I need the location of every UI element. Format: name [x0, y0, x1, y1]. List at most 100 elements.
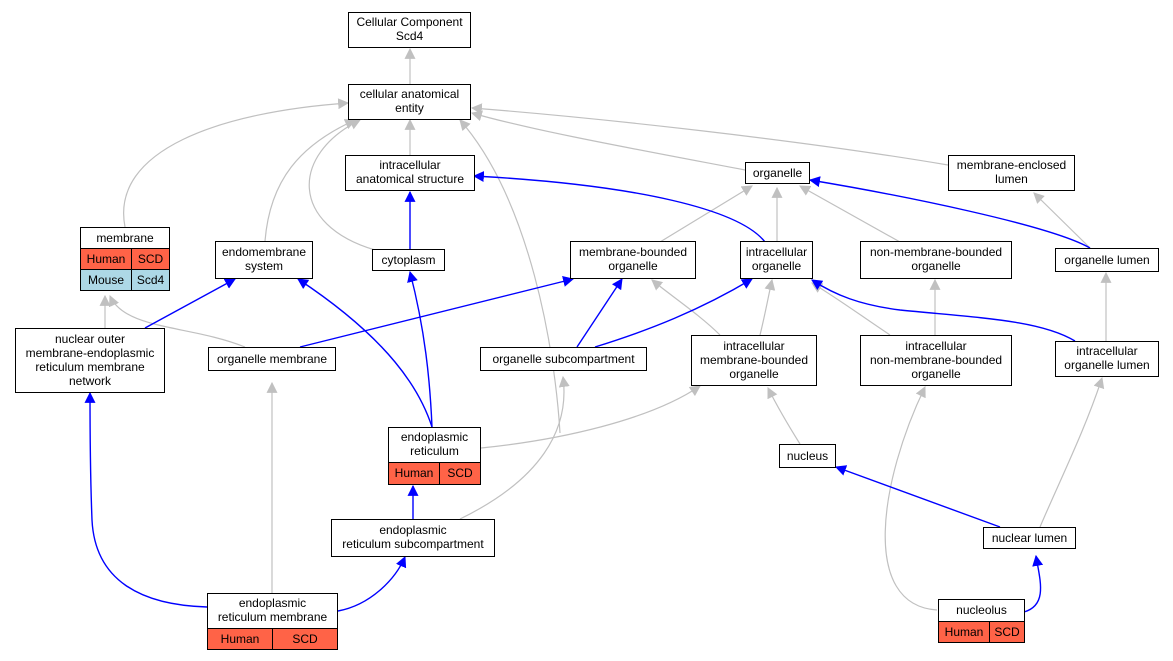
- node-label-line: non-membrane-bounded: [870, 353, 1002, 367]
- node-label-line: Scd4: [396, 29, 424, 43]
- node-label-line: nucleus: [787, 449, 828, 463]
- node-label-line: anatomical structure: [356, 172, 464, 186]
- edge-imbo-to-mbo: [651, 279, 721, 336]
- gene-cell: SCD: [138, 252, 164, 266]
- edge-inmbo-to-io: [811, 282, 891, 336]
- node-label-line: membrane-bounded: [700, 353, 808, 367]
- node-cytoplasm[interactable]: cytoplasm: [372, 249, 445, 271]
- edge-om-to-membrane: [108, 294, 246, 348]
- node-cellular-component-scd4[interactable]: Cellular Component Scd4: [348, 12, 471, 48]
- node-label-line: intracellular: [723, 339, 784, 353]
- node-label-line: non-membrane-bounded: [870, 245, 1002, 259]
- node-cellular-anatomical-entity[interactable]: cellular anatomical entity: [348, 84, 471, 120]
- edge-er-to-imbo: [480, 385, 701, 449]
- node-endoplasmic-reticulum-subcompartment[interactable]: endoplasmic reticulum subcompartment: [331, 519, 495, 557]
- edge-nucleolus-to-inmbo: [884, 386, 938, 611]
- node-organelle-membrane[interactable]: organelle membrane: [208, 347, 336, 371]
- node-organelle-lumen[interactable]: organelle lumen: [1055, 248, 1159, 272]
- species-cell: Human: [395, 466, 434, 480]
- node-label-line: cytoplasm: [381, 253, 435, 267]
- node-nuclear-outer-membrane-er-membrane-network[interactable]: nuclear outer membrane-endoplasmic retic…: [15, 328, 165, 393]
- species-cell: Human: [87, 252, 126, 266]
- node-label-line: reticulum membrane: [218, 610, 328, 624]
- species-cell: Mouse: [88, 273, 124, 287]
- edge-organelle-to-cae: [470, 110, 746, 171]
- node-membrane-enclosed-lumen[interactable]: membrane-enclosed lumen: [948, 155, 1075, 191]
- node-label-line: nuclear lumen: [992, 531, 1067, 545]
- node-label-line: organelle: [753, 166, 803, 180]
- node-label-line: reticulum subcompartment: [342, 537, 484, 551]
- edge-nomer-partof-endo: [144, 278, 236, 329]
- nodes: Cellular Component Scd4 cellular anatomi…: [15, 12, 1159, 650]
- species-cell: Human: [945, 625, 984, 639]
- node-label-line: organelle: [752, 259, 802, 273]
- node-label-line: organelle membrane: [217, 352, 327, 366]
- node-nucleus[interactable]: nucleus: [779, 444, 836, 468]
- node-label-line: intracellular: [1076, 344, 1137, 358]
- node-endomembrane-system[interactable]: endomembrane system: [215, 241, 313, 279]
- species-cell: Human: [221, 632, 260, 646]
- edge-erm-partof-ers: [337, 555, 407, 612]
- node-label-line: endoplasmic: [401, 430, 468, 444]
- edge-ers-to-os: [459, 375, 570, 520]
- node-organelle[interactable]: organelle: [745, 162, 810, 184]
- node-membrane-bounded-organelle[interactable]: membrane-bounded organelle: [570, 241, 696, 279]
- edge-endo-to-cae: [264, 119, 357, 242]
- edge-er-partof-endo: [297, 278, 433, 428]
- edge-io-partof-ias: [472, 171, 766, 243]
- node-label-line: organelle lumen: [1064, 358, 1149, 372]
- gene-cell: SCD: [994, 625, 1020, 639]
- node-label-line: nuclear outer: [55, 332, 125, 346]
- node-nuclear-lumen[interactable]: nuclear lumen: [983, 527, 1076, 549]
- node-intracellular-anatomical-structure[interactable]: intracellular anatomical structure: [345, 155, 475, 191]
- node-endoplasmic-reticulum-membrane[interactable]: endoplasmic reticulum membrane Human SCD: [207, 593, 338, 650]
- node-intracellular-organelle-lumen[interactable]: intracellular organelle lumen: [1055, 341, 1159, 377]
- node-label-line: entity: [395, 101, 424, 115]
- edge-nmbo-to-organelle: [799, 185, 901, 243]
- gene-cell: Scd4: [137, 273, 165, 287]
- edge-nucleolus-partof-nl: [1023, 554, 1044, 613]
- edge-imbo-to-io: [759, 278, 776, 336]
- edge-erm-partof-nomer: [84, 391, 208, 608]
- node-label-line: organelle lumen: [1064, 253, 1149, 267]
- node-label-line: lumen: [995, 172, 1028, 186]
- node-membrane[interactable]: membrane Human SCD Mouse Scd4: [80, 227, 170, 291]
- node-intracellular-organelle[interactable]: intracellular organelle: [740, 241, 813, 279]
- node-intracellular-non-membrane-bounded-organelle[interactable]: intracellular non-membrane-bounded organ…: [860, 335, 1012, 386]
- edge-iol-partof-io: [811, 279, 1076, 342]
- node-label-line: organelle subcompartment: [492, 352, 635, 366]
- edge-ol-partof-organelle: [808, 176, 1091, 249]
- node-label-line: membrane: [96, 231, 154, 245]
- node-label-line: reticulum membrane: [35, 360, 145, 374]
- edge-os-partof-mbo: [576, 278, 623, 348]
- edge-os-to-cae: [459, 119, 561, 434]
- node-label-line: membrane-enclosed: [957, 158, 1066, 172]
- edge-membrane-to-cae: [123, 98, 350, 228]
- node-organelle-subcompartment[interactable]: organelle subcompartment: [480, 347, 647, 371]
- node-label-line: organelle: [911, 259, 961, 273]
- node-label-line: intracellular: [746, 245, 807, 259]
- edge-mbo-to-organelle: [659, 185, 753, 243]
- node-label-line: endomembrane: [222, 245, 306, 259]
- node-label-line: Cellular Component: [356, 15, 463, 29]
- edge-nl-partof-nucleus: [834, 465, 1001, 528]
- node-endoplasmic-reticulum[interactable]: endoplasmic reticulum Human SCD: [388, 427, 481, 485]
- edge-os-partof-io: [594, 278, 753, 348]
- edge-mel-to-cae: [470, 103, 949, 166]
- node-label-line: membrane-endoplasmic: [26, 346, 155, 360]
- node-label-line: organelle: [911, 367, 961, 381]
- node-label-line: network: [69, 374, 112, 388]
- node-label-line: cellular anatomical: [360, 87, 459, 101]
- gene-cell: SCD: [447, 466, 473, 480]
- node-nucleolus[interactable]: nucleolus Human SCD: [938, 599, 1025, 643]
- node-intracellular-membrane-bounded-organelle[interactable]: intracellular membrane-bounded organelle: [691, 335, 817, 386]
- edge-om-partof-mbo: [299, 276, 575, 348]
- node-label-line: membrane-bounded: [579, 245, 687, 259]
- edge-nl-to-iol: [1039, 376, 1105, 528]
- node-label-line: organelle: [729, 367, 779, 381]
- node-label-line: intracellular: [379, 158, 440, 172]
- node-label-line: reticulum: [410, 444, 459, 458]
- node-non-membrane-bounded-organelle[interactable]: non-membrane-bounded organelle: [860, 241, 1012, 279]
- gene-cell: SCD: [292, 632, 318, 646]
